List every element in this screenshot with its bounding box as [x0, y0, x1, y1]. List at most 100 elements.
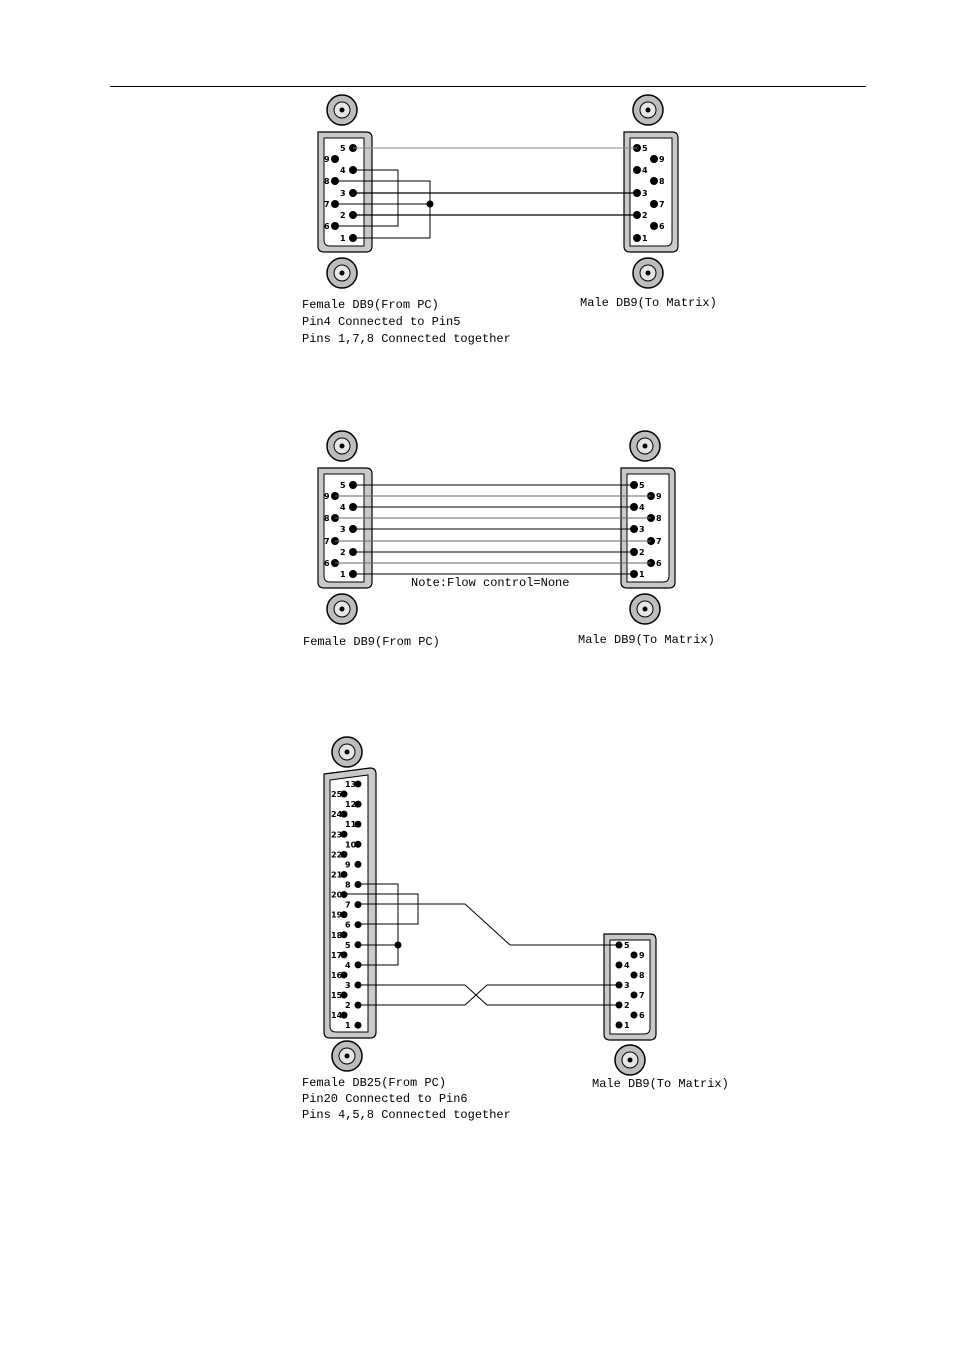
wiring-note-1: Pin20 Connected to Pin6	[302, 1092, 468, 1106]
wiring	[335, 484, 651, 575]
female-connector-label: Female DB9(From PC)	[303, 635, 440, 649]
svg-text:4: 4	[340, 166, 346, 175]
pin-23: 23	[331, 830, 348, 839]
svg-text:7: 7	[659, 200, 665, 209]
svg-text:7: 7	[324, 537, 330, 546]
pin-22: 22	[331, 850, 348, 859]
svg-text:6: 6	[324, 222, 330, 231]
male-db9-connector: 5 4 3 2 1 9 8 7 6	[623, 94, 679, 289]
svg-text:3: 3	[624, 981, 630, 990]
svg-text:9: 9	[656, 492, 662, 501]
wiring-note-1: Pin4 Connected to Pin5	[302, 315, 461, 329]
pin-8: 8	[650, 177, 665, 186]
pin-17: 17	[331, 951, 348, 960]
svg-text:6: 6	[656, 559, 662, 568]
pin-21: 21	[331, 870, 348, 879]
female-db25-connector: 1312111098765432125242322212019181716151…	[323, 736, 377, 1072]
svg-text:1: 1	[639, 570, 645, 579]
pin-6: 6	[345, 921, 362, 930]
svg-text:8: 8	[656, 514, 662, 523]
pin-label: 2	[345, 1001, 351, 1010]
pin-7: 7	[630, 991, 645, 1000]
svg-text:3: 3	[639, 525, 645, 534]
wiring	[344, 883, 619, 1006]
male-connector-label: Male DB9(To Matrix)	[592, 1077, 729, 1091]
pin-label: 17	[331, 951, 342, 960]
svg-text:8: 8	[659, 177, 665, 186]
pin-8: 8	[630, 971, 645, 980]
pin-9: 9	[345, 860, 362, 869]
pin-label: 11	[345, 820, 357, 829]
svg-text:4: 4	[340, 503, 346, 512]
svg-text:3: 3	[642, 189, 648, 198]
flow-control-note: Note:Flow control=None	[411, 576, 570, 590]
pin-label: 10	[345, 840, 357, 849]
wiring-note-2: Pins 1,7,8 Connected together	[302, 332, 511, 346]
svg-text:1: 1	[642, 234, 648, 243]
db9-straight-through-diagram: 5 4 3 2 1 9 8 7 6 5 4 3 2 1 9 8 7 6	[317, 430, 676, 625]
pin-label: 8	[345, 881, 351, 890]
svg-text:3: 3	[340, 525, 346, 534]
pin-25: 25	[331, 790, 348, 799]
pin-4: 4	[615, 961, 630, 970]
male-db9-connector: 5 4 3 2 1 9 8 7 6	[603, 933, 657, 1076]
wiring	[335, 147, 637, 239]
svg-text:9: 9	[659, 155, 665, 164]
pin-label: 20	[331, 891, 343, 900]
pin-15: 15	[331, 991, 348, 1000]
svg-text:2: 2	[624, 1001, 630, 1010]
pin-label: 19	[331, 911, 343, 920]
svg-text:4: 4	[624, 961, 630, 970]
svg-text:9: 9	[324, 492, 330, 501]
svg-text:1: 1	[624, 1021, 630, 1030]
svg-text:6: 6	[659, 222, 665, 231]
pin-label: 7	[345, 901, 351, 910]
pin-14: 14	[331, 1011, 348, 1020]
female-db9-connector: 5 4 3 2 1 9 8 7 6	[317, 430, 373, 625]
svg-text:8: 8	[324, 514, 330, 523]
male-connector-label: Male DB9(To Matrix)	[580, 296, 717, 310]
svg-text:4: 4	[639, 503, 645, 512]
male-connector-label: Male DB9(To Matrix)	[578, 633, 715, 647]
pin-16: 16	[331, 971, 348, 980]
pin-18: 18	[331, 931, 348, 940]
pin-label: 25	[331, 790, 343, 799]
pin-label: 12	[345, 800, 356, 809]
female-db9-connector: 5 4 3 2 1 9 8 7 6	[317, 94, 373, 289]
pin-13: 13	[345, 780, 362, 789]
pin-10: 10	[345, 840, 362, 849]
pin-20: 20	[331, 891, 348, 900]
pin-label: 18	[331, 931, 343, 940]
pin-label: 9	[345, 860, 351, 869]
pin-7: 7	[345, 901, 362, 910]
pin-label: 23	[331, 830, 342, 839]
svg-text:6: 6	[324, 559, 330, 568]
pin-label: 15	[331, 991, 343, 1000]
svg-text:5: 5	[340, 144, 346, 153]
pin-6: 6	[630, 1011, 645, 1020]
svg-text:6: 6	[639, 1011, 645, 1020]
female-connector-label: Female DB9(From PC)	[302, 298, 439, 312]
pin-label: 6	[345, 921, 351, 930]
svg-text:1: 1	[340, 570, 346, 579]
pin-label: 3	[345, 981, 351, 990]
pin-9: 9	[324, 155, 339, 164]
pin-label: 22	[331, 850, 342, 859]
db25-to-db9-diagram: 1312111098765432125242322212019181716151…	[323, 736, 657, 1076]
pin-7: 7	[650, 200, 665, 209]
svg-text:1: 1	[340, 234, 346, 243]
svg-text:2: 2	[639, 548, 645, 557]
pin-label: 13	[345, 780, 356, 789]
svg-text:2: 2	[340, 548, 346, 557]
pin-24: 24	[331, 810, 348, 819]
pin-label: 1	[345, 1021, 351, 1030]
svg-text:7: 7	[656, 537, 662, 546]
pin-19: 19	[331, 911, 348, 920]
svg-text:2: 2	[340, 211, 346, 220]
svg-text:5: 5	[639, 481, 645, 490]
svg-text:8: 8	[324, 177, 330, 186]
pin-1: 1	[615, 1021, 630, 1030]
pin-9: 9	[630, 951, 645, 960]
pin-6: 6	[650, 222, 665, 231]
female-connector-label: Female DB25(From PC)	[302, 1076, 447, 1090]
